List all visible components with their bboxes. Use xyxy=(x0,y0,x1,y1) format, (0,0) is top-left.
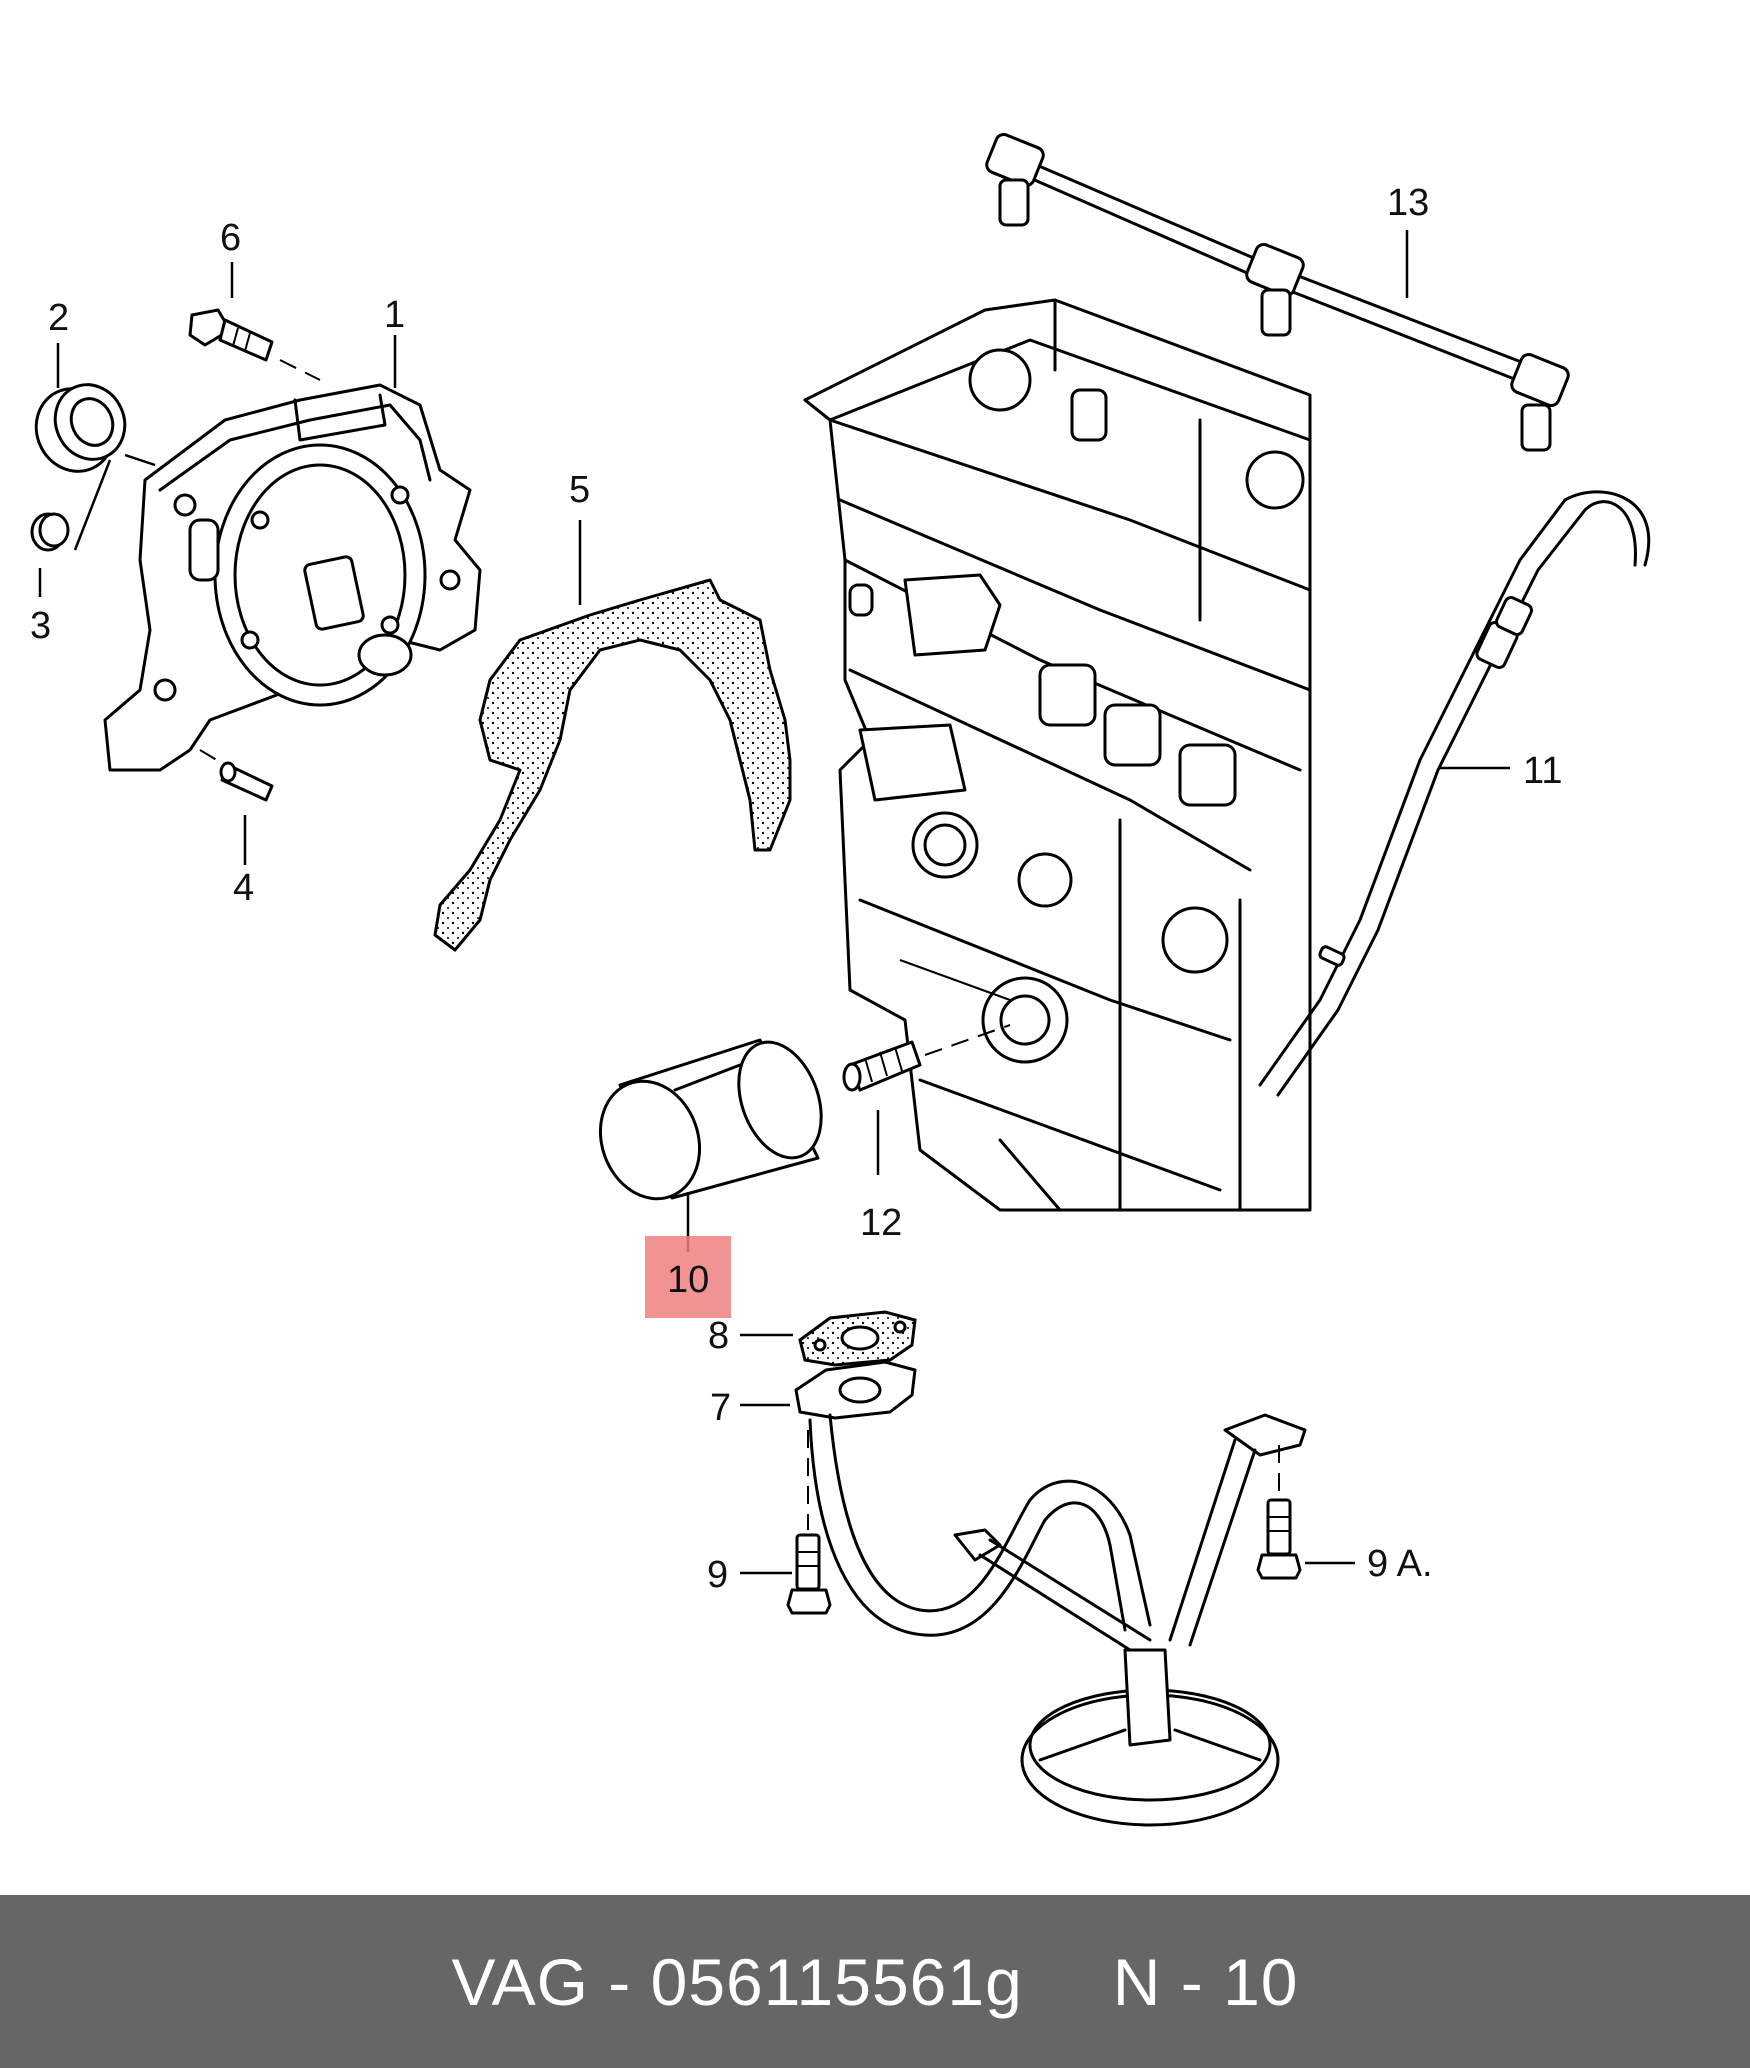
pickup-gasket xyxy=(798,1310,917,1367)
oil-filter xyxy=(598,1038,823,1201)
callout-5: 5 xyxy=(569,469,590,511)
oil-seal xyxy=(34,383,156,551)
callout-9: 9 xyxy=(707,1554,728,1596)
callout-7: 7 xyxy=(710,1387,731,1429)
callout-3: 3 xyxy=(30,605,51,647)
callout-10: 10 xyxy=(667,1259,709,1301)
engine-block xyxy=(803,298,1312,1212)
callout-10-highlight xyxy=(645,1236,731,1318)
callout-6: 6 xyxy=(220,217,241,259)
bolt-6 xyxy=(188,308,321,381)
footer-bar: VAG - 056115561g N - 10 xyxy=(0,1895,1750,2068)
gasket xyxy=(433,578,792,952)
o-ring xyxy=(30,512,70,552)
callout-2: 2 xyxy=(48,297,69,339)
oil-pickup xyxy=(808,1413,1307,1827)
callout-11: 11 xyxy=(1523,750,1562,792)
callout-13: 13 xyxy=(1387,182,1429,224)
leader-lines xyxy=(38,230,1510,1575)
stud xyxy=(842,1024,1011,1092)
diagram-position: N - 10 xyxy=(1112,1944,1299,2019)
bolt-9a xyxy=(1256,1445,1302,1580)
bolt-9 xyxy=(786,1430,832,1615)
pickup-flange xyxy=(794,1360,917,1420)
callout-12: 12 xyxy=(860,1202,902,1244)
callout-8: 8 xyxy=(708,1315,729,1357)
callout-1: 1 xyxy=(384,294,405,336)
part-number: VAG - 056115561g xyxy=(451,1944,1023,2019)
dipstick-tube xyxy=(1258,490,1651,1097)
parts-diagram: 1 2 3 4 5 6 7 8 9 9 A. 10 11 12 13 xyxy=(30,133,1651,1827)
oil-pump-housing xyxy=(103,383,482,772)
dowel-pin xyxy=(199,749,274,802)
callout-4: 4 xyxy=(233,867,254,909)
injector-pipe xyxy=(985,133,1570,452)
callout-9a: 9 A. xyxy=(1367,1543,1433,1585)
